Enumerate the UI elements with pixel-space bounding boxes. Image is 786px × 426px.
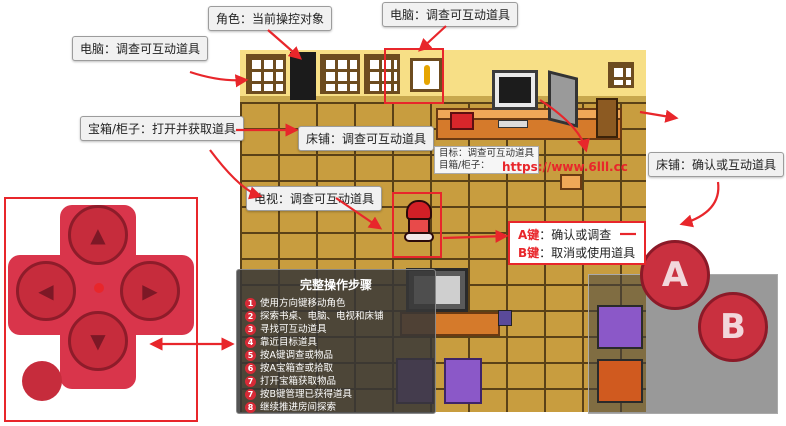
step-text: 寻找可互动道具 — [260, 324, 327, 335]
dpad-down-button[interactable]: ▼ — [68, 311, 128, 371]
label-target: 目标：调查可互动道具 目箱/柜子： — [434, 146, 540, 174]
highlight-player — [392, 192, 442, 258]
rug-right — [444, 358, 482, 404]
b-key-label: B键 — [518, 246, 540, 260]
step-item: 2 探索书桌、电脑、电视和床铺 — [245, 310, 427, 323]
wall-poster — [410, 58, 442, 92]
step-item: 5 按A键调查或物品 — [245, 349, 427, 362]
bookshelf-middle — [320, 54, 360, 94]
computer-monitor[interactable] — [492, 70, 538, 110]
highlight-poster — [384, 48, 444, 104]
player-character — [402, 200, 436, 248]
item-slot-2[interactable] — [597, 359, 643, 403]
stool — [560, 174, 582, 190]
b-button[interactable]: B — [698, 292, 768, 362]
step-item: 8 继续推进房间探索 — [245, 401, 427, 414]
a-key-desc: ：确认或调查 — [539, 228, 612, 242]
step-text: 按A键调查或物品 — [260, 350, 333, 361]
step-item: 6 按A宝箱查或拾取 — [245, 362, 427, 375]
steps-title: 完整操作步骤 — [299, 278, 372, 292]
arrow-left-icon: ◀ — [38, 279, 54, 303]
step-text: 使用方向键移动角色 — [260, 298, 346, 309]
keyboard — [498, 120, 528, 128]
step-number-badge: 1 — [245, 298, 256, 309]
step-text: 探索书桌、电脑、电视和床铺 — [260, 311, 384, 322]
step-text: 打开宝箱获取物品 — [260, 376, 337, 387]
b-key-desc: ：取消或使用道具 — [539, 246, 636, 260]
highlight-dpad — [4, 197, 198, 422]
step-text: 按B键管理已获得道具 — [260, 389, 353, 400]
dpad-right-button[interactable]: ▶ — [120, 261, 180, 321]
step-number-badge: 6 — [245, 363, 256, 374]
doorway — [290, 52, 316, 100]
step-number-badge: 5 — [245, 350, 256, 361]
red-book[interactable] — [450, 112, 474, 130]
step-item: 7 打开宝箱获取物品 — [245, 375, 427, 388]
step-item: 3 寻找可互动道具 — [245, 323, 427, 336]
label-bed: 床铺：调查可互动道具 — [298, 126, 435, 151]
game-console[interactable] — [498, 310, 512, 326]
step-number-badge: 8 — [245, 402, 256, 413]
step-item: 7 按B键管理已获得道具 — [245, 388, 427, 401]
dpad-center-dot — [94, 283, 104, 293]
step-number-badge: 4 — [245, 337, 256, 348]
step-text: 按A宝箱查或拾取 — [260, 363, 333, 374]
step-number-badge: 7 — [245, 389, 256, 400]
small-round-button[interactable] — [22, 361, 62, 401]
arrow-up-icon: ▲ — [90, 223, 106, 247]
a-key-label: A键 — [518, 228, 540, 242]
step-number-badge: 3 — [245, 324, 256, 335]
label-chest: 宝箱/柜子：打开并获取道具 — [80, 116, 245, 141]
label-computer-top: 电脑：调查可互动道具 — [382, 2, 519, 27]
watermark-url: https://www.6lll.cc — [502, 160, 628, 174]
step-number-badge: 7 — [245, 376, 256, 387]
step-item: 4 靠近目标道具 — [245, 336, 427, 349]
arrow-down-icon: ▼ — [90, 329, 106, 353]
key-legend: A键：确认或调查 B键：取消或使用道具 — [508, 221, 646, 265]
bookshelf-left — [246, 54, 286, 94]
step-item: 1 使用方向键移动角色 — [245, 297, 427, 310]
item-slot-1[interactable] — [597, 305, 643, 349]
step-number-badge: 2 — [245, 311, 256, 322]
label-computer-left: 电脑：调查可互动道具 — [72, 36, 209, 61]
dpad-left-button[interactable]: ◀ — [16, 261, 76, 321]
label-bed-right: 床铺：确认或互动道具 — [648, 152, 785, 177]
dpad-up-button[interactable]: ▲ — [68, 205, 128, 265]
small-window — [608, 62, 634, 88]
bookshelf-right — [364, 54, 400, 94]
step-text: 靠近目标道具 — [260, 337, 318, 348]
arrow-right-icon: ▶ — [142, 279, 158, 303]
dpad-controller: ▲ ◀ ▶ ▼ — [0, 195, 200, 426]
a-button[interactable]: A — [640, 240, 710, 310]
side-cabinet[interactable] — [596, 98, 618, 138]
step-text: 继续推进房间探索 — [260, 402, 337, 413]
